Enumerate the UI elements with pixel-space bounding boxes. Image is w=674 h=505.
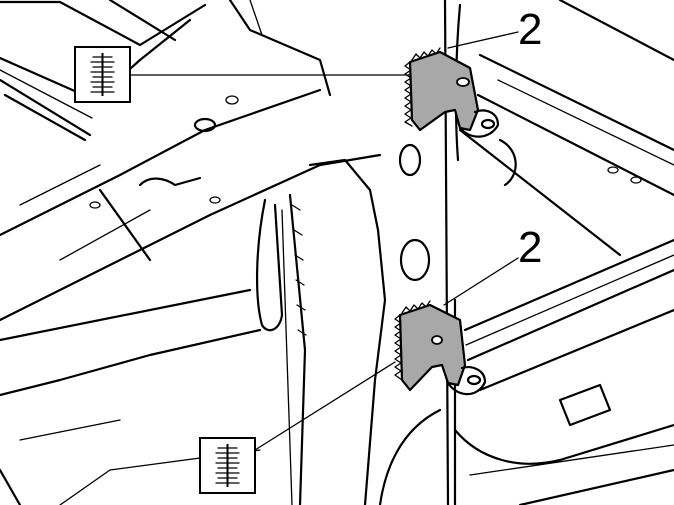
upper-bracket (404, 47, 500, 138)
leader-lines (129, 31, 519, 451)
callout-label-upper: 2 (518, 5, 542, 54)
weld-seam-symbol-icon (74, 46, 131, 103)
callout-label-lower: 2 (518, 223, 542, 272)
callout-leader-lower (443, 257, 519, 306)
symbol-leader-lower (254, 361, 396, 451)
callout-leader-upper (447, 31, 519, 49)
weld-seam-symbol-icon (199, 437, 256, 494)
lower-bracket (394, 300, 487, 396)
